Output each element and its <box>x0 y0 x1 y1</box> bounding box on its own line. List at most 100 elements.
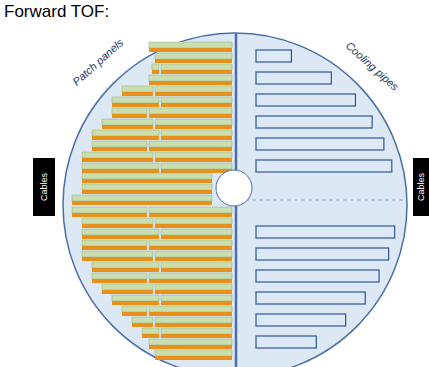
panel-green <box>112 97 159 103</box>
panel-green <box>149 75 232 81</box>
panel-orange <box>161 70 232 74</box>
panel-orange <box>155 290 232 294</box>
panel-orange <box>149 279 232 283</box>
title: Forward TOF: <box>4 2 109 22</box>
panel-green <box>102 284 153 290</box>
panel-orange <box>149 312 232 316</box>
panel-orange <box>149 147 232 151</box>
panel-orange <box>149 48 232 52</box>
cooling-pipe <box>256 138 384 150</box>
panel-green <box>82 229 159 235</box>
panel-orange <box>149 345 232 349</box>
panel-orange <box>82 179 212 183</box>
panel-orange <box>155 356 232 360</box>
cooling-pipe <box>256 314 346 326</box>
panel-green <box>82 163 159 169</box>
panel-green <box>161 163 232 169</box>
cooling-pipe <box>256 248 389 260</box>
panel-green <box>142 328 159 334</box>
panel-orange <box>92 279 147 283</box>
panel-green <box>82 184 212 190</box>
cooling-pipe <box>256 160 392 172</box>
panel-orange <box>155 92 232 96</box>
panel-green <box>82 173 212 179</box>
panel-green <box>155 53 232 59</box>
cable-block: Cables <box>413 158 429 216</box>
panel-green <box>149 273 232 279</box>
panel-orange <box>149 246 232 250</box>
cooling-pipe <box>256 50 291 62</box>
panel-orange <box>149 114 232 118</box>
cooling-pipe <box>256 336 316 348</box>
panel-orange <box>155 224 232 228</box>
panel-green <box>102 119 153 125</box>
panel-green <box>122 306 147 312</box>
panel-green <box>155 251 232 257</box>
panel-orange <box>112 114 147 118</box>
panel-green <box>92 130 159 136</box>
panel-orange <box>155 59 232 63</box>
disc-outline <box>63 33 407 367</box>
panel-green <box>149 108 232 114</box>
midline <box>238 200 405 201</box>
panel-orange <box>161 268 232 272</box>
panel-green <box>161 262 232 268</box>
panel-green <box>149 207 232 213</box>
panel-orange <box>112 301 159 305</box>
panel-orange <box>82 169 159 173</box>
panel-orange <box>122 312 147 316</box>
panel-green <box>161 130 232 136</box>
panel-green <box>155 284 232 290</box>
panel-orange <box>152 70 159 74</box>
panel-orange <box>132 323 153 327</box>
panel-green <box>161 229 232 235</box>
panel-orange <box>102 125 153 129</box>
panel-green <box>149 42 232 48</box>
panel-orange <box>92 147 147 151</box>
panel-green <box>161 64 232 70</box>
panel-orange <box>72 201 212 205</box>
panel-green <box>132 317 153 323</box>
panel-green <box>92 141 147 147</box>
panel-green <box>161 295 232 301</box>
cooling-pipe <box>256 226 395 238</box>
panel-orange <box>149 81 232 85</box>
panel-orange <box>92 136 159 140</box>
cooling-pipe <box>256 94 355 106</box>
panel-orange <box>161 136 232 140</box>
panel-orange <box>161 235 232 239</box>
panel-orange <box>142 334 159 338</box>
panel-orange <box>82 224 153 228</box>
panel-orange <box>155 257 232 261</box>
panel-green <box>149 141 232 147</box>
cooling-pipe <box>256 270 379 282</box>
panel-orange <box>82 158 153 162</box>
patch-panels-rows <box>72 42 232 360</box>
panel-green <box>161 97 232 103</box>
cooling-pipes-loops <box>256 50 395 348</box>
panel-orange <box>82 190 212 194</box>
panel-green <box>149 306 232 312</box>
cable-label: Cables <box>416 173 426 201</box>
panel-orange <box>155 158 232 162</box>
panel-green <box>155 350 232 356</box>
panel-green <box>155 317 232 323</box>
panel-green <box>149 339 232 345</box>
cable-block: Cables <box>33 158 55 216</box>
panel-green <box>82 218 153 224</box>
panel-orange <box>149 213 232 217</box>
panel-orange <box>122 92 153 96</box>
panel-green <box>122 86 153 92</box>
panel-orange <box>102 290 153 294</box>
cable-label: Cables <box>39 173 49 201</box>
panel-orange <box>82 257 153 261</box>
panel-green <box>92 262 159 268</box>
panel-orange <box>161 301 232 305</box>
panel-green <box>82 251 153 257</box>
cooling-pipe <box>256 292 365 304</box>
panel-green <box>92 273 147 279</box>
beam-hole <box>216 170 252 206</box>
panel-green <box>155 119 232 125</box>
panel-orange <box>112 103 159 107</box>
panel-green <box>155 86 232 92</box>
